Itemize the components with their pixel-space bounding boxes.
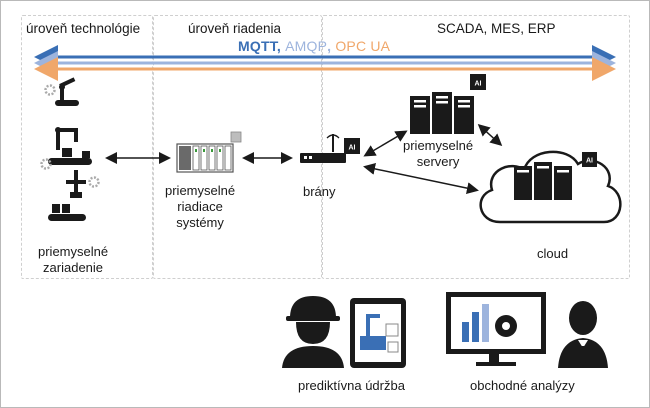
ai-badge-text-servers: AI (475, 81, 482, 88)
plc-icon (176, 143, 234, 173)
maintenance-label: prediktívna údržba (298, 378, 405, 393)
zone-control-label: úroveň riadenia (188, 21, 282, 36)
link-gateway-cloud (363, 162, 479, 195)
devices-label: priemyselné zariadenie (38, 244, 108, 276)
ai-chip-icon (230, 131, 242, 143)
cloud-icon (479, 150, 622, 224)
link-servers-cloud (477, 123, 503, 147)
router-icon (300, 134, 346, 163)
zone-enterprise-label: SCADA, MES, ERP (437, 21, 556, 36)
ai-chip-icon: AI (344, 138, 360, 154)
cloud-label: cloud (537, 246, 569, 261)
control-systems-label: priemyselné riadiace systémy (165, 183, 235, 231)
servers-label-line-2: servery (416, 154, 460, 169)
zone-technology (21, 15, 153, 279)
monitor-chart-icon (446, 292, 546, 366)
gear-icon (44, 84, 56, 96)
gear-icon (88, 176, 100, 188)
ai-chip-icon: AI (470, 74, 486, 90)
control-label-line-3: systémy (176, 215, 224, 230)
zone-technology-label: úroveň technológie (26, 21, 141, 36)
devices-label-line-1: priemyselné (38, 244, 109, 259)
gateways-label: brány (303, 184, 336, 199)
servers-label: priemyselné servery (403, 138, 473, 170)
businessman-icon (558, 301, 608, 368)
robot-arm-icon (55, 77, 79, 106)
ai-badge-text-gateway: AI (349, 145, 356, 152)
ai-chip-icon: AI (582, 152, 597, 167)
control-label-line-1: priemyselné (165, 183, 236, 198)
control-label-line-2: riadiace (177, 199, 223, 214)
ai-badge-text-cloud: AI (586, 158, 593, 165)
link-gateway-servers (363, 130, 408, 157)
zone-enterprise (322, 15, 630, 279)
worker-icon (282, 296, 344, 368)
devices-label-line-2: zariadenie (43, 260, 104, 275)
analytics-label: obchodné analýzy (470, 378, 575, 393)
gear-icon (40, 158, 52, 170)
tablet-icon (350, 298, 406, 368)
robot-arm-icon (48, 170, 86, 221)
zone-control (153, 15, 322, 279)
robot-arm-icon (48, 127, 92, 165)
servers-label-line-1: priemyselné (403, 138, 474, 153)
server-icon (410, 92, 474, 134)
